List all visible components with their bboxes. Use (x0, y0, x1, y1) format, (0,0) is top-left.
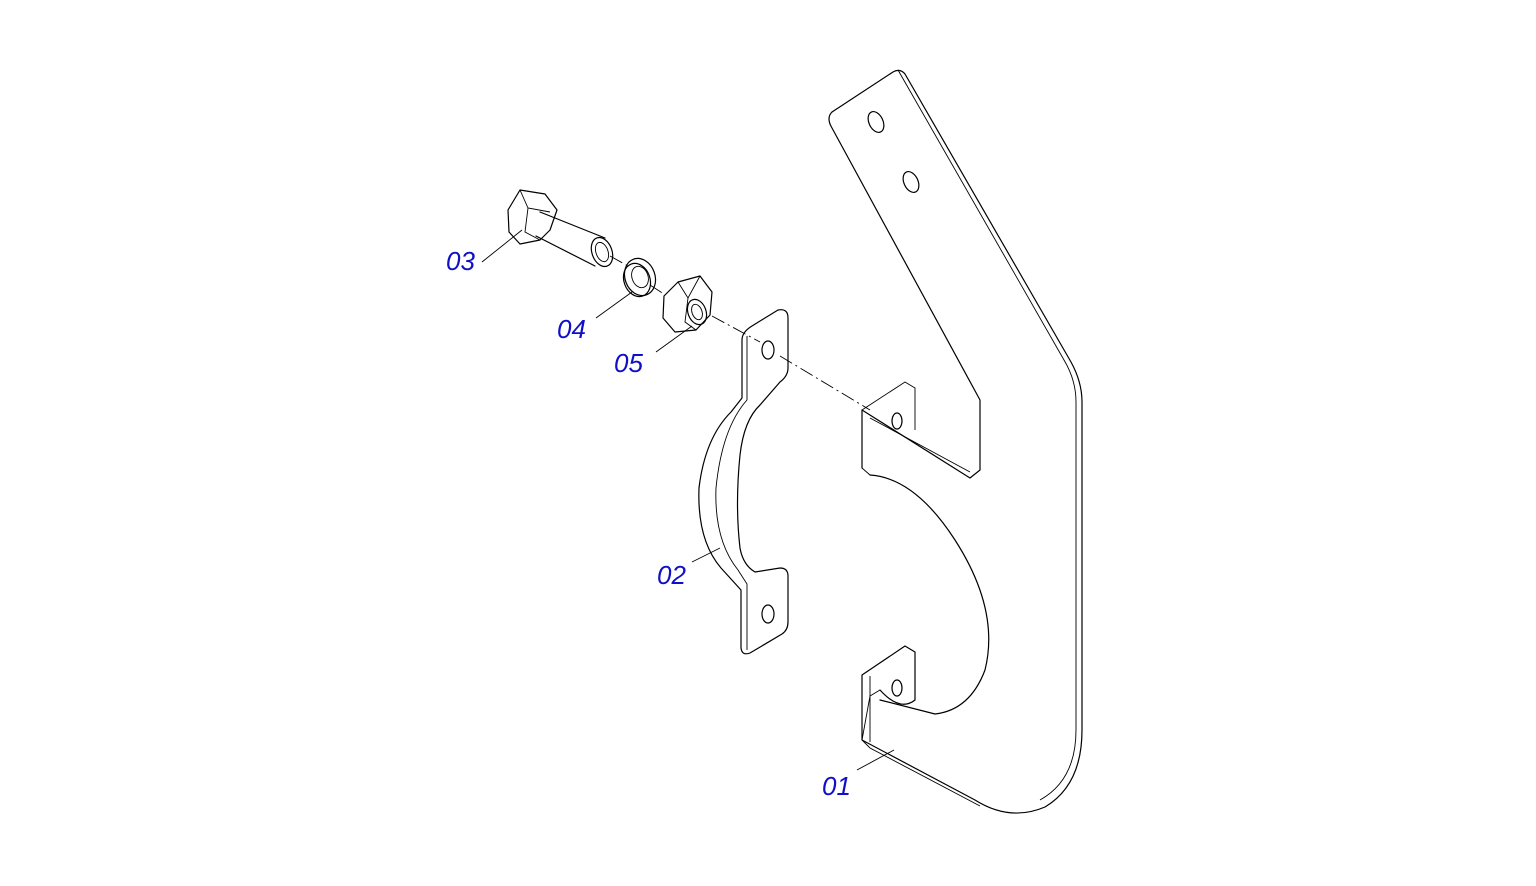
leader-lines (481, 229, 895, 771)
callout-05: 05 (614, 348, 643, 378)
part-02-clamp-strap (698, 309, 789, 655)
callout-03: 03 (446, 246, 475, 276)
part-04-lock-washer (622, 257, 657, 298)
callout-04: 04 (557, 314, 586, 344)
part-01-bracket (828, 69, 1083, 814)
part-05-hex-nut (662, 275, 713, 333)
callout-01: 01 (822, 771, 851, 801)
part-03-hex-bolt (507, 189, 614, 268)
assembly-axis-line (609, 255, 871, 411)
callout-labels: 01 02 03 04 05 (446, 246, 851, 801)
callout-02: 02 (657, 560, 686, 590)
